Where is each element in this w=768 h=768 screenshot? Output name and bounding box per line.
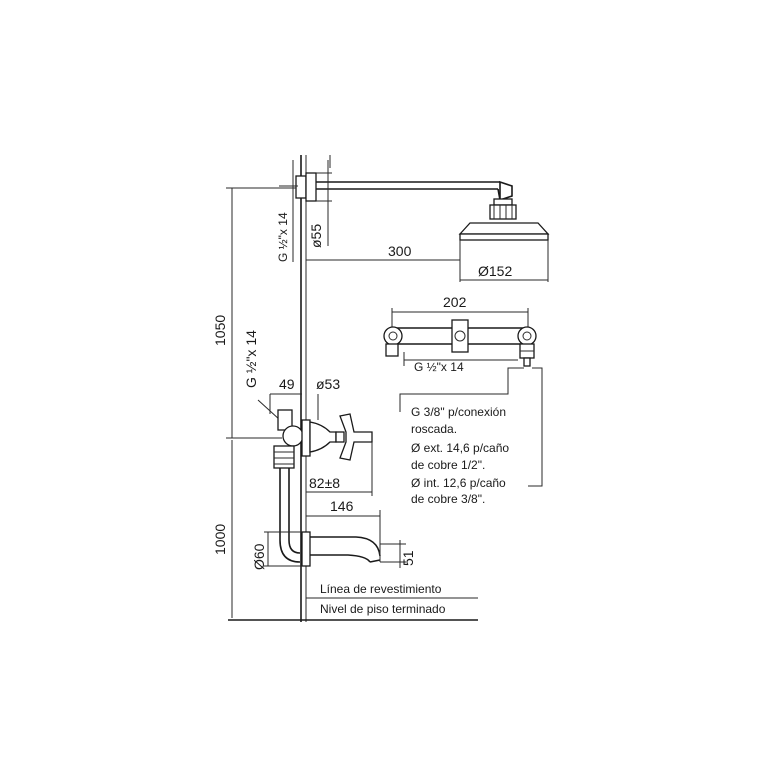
connector-thread-label: G ½"x 14 xyxy=(414,360,464,374)
finished-floor-label: Nivel de piso terminado xyxy=(320,602,446,616)
dim-spout-length: 146 xyxy=(306,498,381,562)
dim-connector-width-label: 202 xyxy=(443,294,467,310)
dim-spout-flange: Ø60 xyxy=(251,531,302,570)
dim-arm-length-label: 300 xyxy=(388,243,412,259)
floor-line xyxy=(228,597,478,621)
bath-spout xyxy=(301,531,381,567)
note-line: G 3/8" p/conexión xyxy=(411,405,506,419)
note-line: de cobre 3/8". xyxy=(411,492,485,506)
riser-pipe xyxy=(279,468,301,563)
dim-flange-label: ø55 xyxy=(308,224,324,248)
dim-arm-length: 300 xyxy=(306,240,549,282)
dim-spout-drop: 51 xyxy=(380,540,416,568)
shower-arm xyxy=(295,172,513,202)
shower-head xyxy=(458,198,550,241)
dim-handle-depth: 82±8 xyxy=(306,442,373,496)
connector-notes: G 3/8" p/conexión roscada. Ø ext. 14,6 p… xyxy=(411,405,509,506)
thread-side-label: G ½"x 14 xyxy=(243,330,259,388)
dim-valve-diameter-label: ø53 xyxy=(316,376,340,392)
note-line: Ø int. 12,6 p/caño xyxy=(411,476,506,490)
thread-side: G ½"x 14 xyxy=(243,330,281,421)
dim-head-diameter: Ø152 xyxy=(460,263,548,281)
dim-handle-offset-label: 49 xyxy=(279,376,295,392)
dim-handle-offset: 49 xyxy=(269,376,302,414)
note-line: de cobre 1/2". xyxy=(411,458,485,472)
thread-top: G ½"x 14 xyxy=(276,160,298,262)
dim-total-height: 1050 xyxy=(212,187,296,439)
dim-spout-length-label: 146 xyxy=(330,498,354,514)
note-line: roscada. xyxy=(411,422,457,436)
connector-detail: 202 G ½"x 14 xyxy=(383,294,543,487)
dim-handle-depth-label: 82±8 xyxy=(309,475,340,491)
dim-valve-diameter: ø53 xyxy=(316,376,340,420)
dim-head-diameter-label: Ø152 xyxy=(478,263,512,279)
dim-lower-height: 1000 xyxy=(212,440,233,618)
valve-body xyxy=(273,409,373,469)
dim-flange: ø55 xyxy=(308,160,332,248)
thread-top-label: G ½"x 14 xyxy=(276,212,290,262)
dim-total-height-label: 1050 xyxy=(212,315,228,346)
dim-spout-drop-label: 51 xyxy=(400,550,416,566)
dim-spout-flange-label: Ø60 xyxy=(251,543,267,570)
dim-lower-height-label: 1000 xyxy=(212,524,228,555)
note-line: Ø ext. 14,6 p/caño xyxy=(411,441,509,455)
cladding-line-label: Línea de revestimiento xyxy=(320,582,442,596)
